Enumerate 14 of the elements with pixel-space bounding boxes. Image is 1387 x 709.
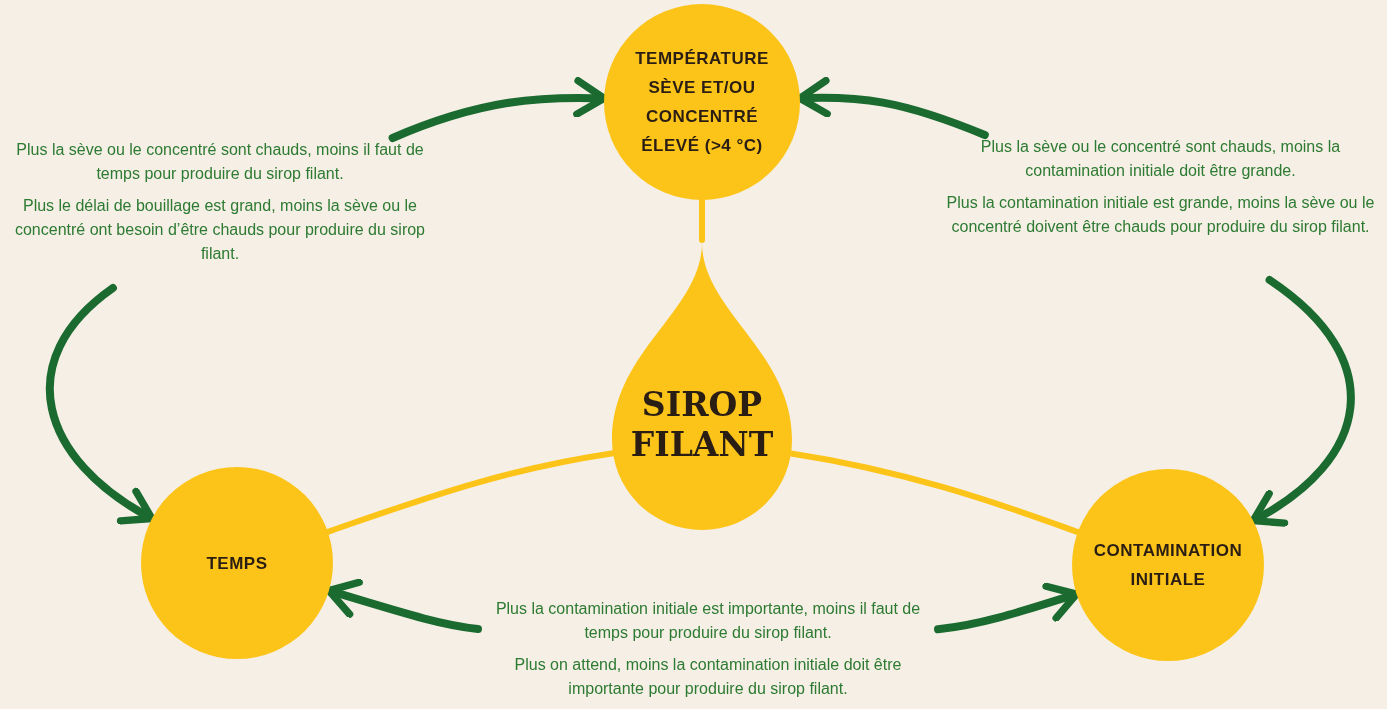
description-text: Plus la contamination initiale est grande, moins la sève ou le concentré doivent être chauds pour produire du sirop filant.: [945, 193, 1376, 237]
description-text: Plus le délai de bouillage est grand, moins la sève ou le concentré ont besoin d’être chauds pour produire du sirop filant.: [13, 196, 426, 264]
node-label: CONTAMINATION INITIALE: [1092, 540, 1244, 591]
node-label: TEMPÉRATURE SÈVE ET/OU CONCENTRÉ ÉLEVÉ (>4 °C): [634, 48, 770, 157]
node-label: SIROP FILANT: [629, 385, 775, 465]
arrow: [45, 284, 156, 523]
connector-line: [699, 197, 705, 243]
description-text: Plus la sève ou le concentré sont chauds, moins il faut de temps pour produire du sirop filant.: [15, 140, 425, 184]
arrow: [1249, 276, 1355, 526]
node-label: TEMPS: [205, 552, 269, 575]
description-text: Plus la contamination initiale est importante, moins il faut de temps pour produire du sirop filant.: [494, 599, 922, 643]
connector-line: [788, 450, 1081, 536]
description-text: Plus la sève ou le concentré sont chauds, moins la contamination initiale doit être grande.: [979, 137, 1342, 181]
description-text: Plus on attend, moins la contamination initiale doit être importante pour produire du sirop filant.: [513, 655, 903, 699]
